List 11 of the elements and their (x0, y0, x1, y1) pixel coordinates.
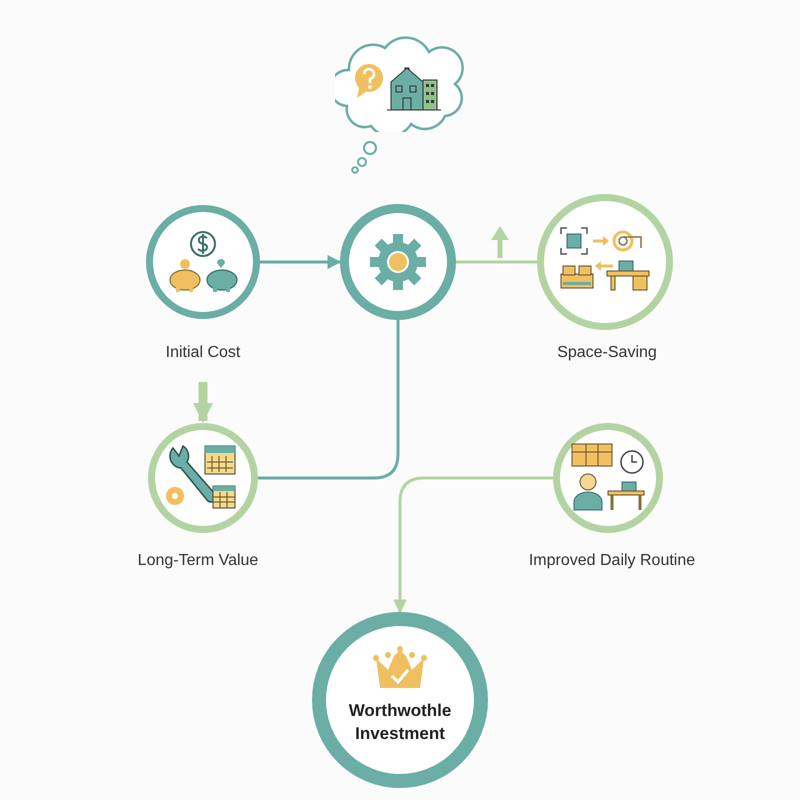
connector-line (456, 260, 537, 264)
node-caption: Initial Cost (166, 344, 240, 362)
node-caption: Space-Saving (557, 344, 657, 362)
node-caption: Improved Daily Routine (528, 552, 696, 570)
connector-line (258, 320, 400, 480)
thought-cloud (335, 36, 465, 132)
arrow (260, 255, 342, 269)
arrow (193, 382, 213, 423)
node-label: Worthwothle Investment (348, 700, 452, 745)
node-caption: Long-Term Value (138, 552, 258, 570)
arrow (393, 476, 553, 614)
